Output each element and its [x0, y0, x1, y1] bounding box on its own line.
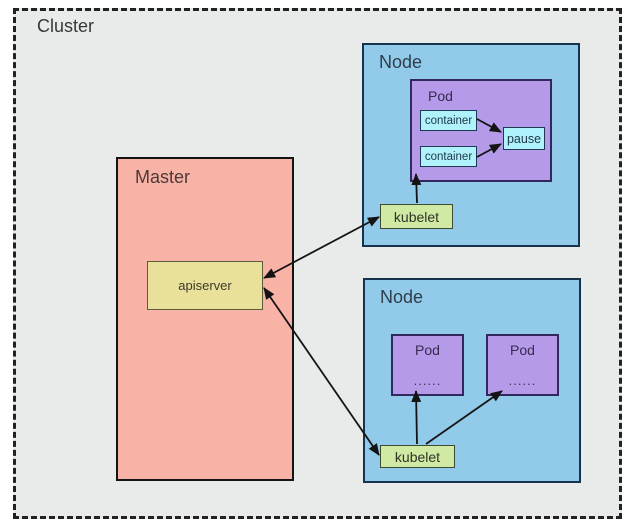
cluster-label: Cluster — [37, 16, 95, 36]
apiserver-label: apiserver — [178, 278, 232, 293]
kubelet-box-bottom: kubelet — [380, 445, 455, 468]
node-bottom-label: Node — [380, 287, 424, 307]
node-top-label: Node — [379, 52, 423, 72]
pod-bottom-2-label: Pod — [510, 342, 535, 358]
container-box-1: container — [420, 110, 477, 131]
pause-box: pause — [503, 127, 545, 150]
pod-bottom-1-label: Pod — [415, 342, 440, 358]
kubelet-top-label: kubelet — [393, 208, 440, 225]
kubelet-bottom-label: kubelet — [394, 448, 441, 465]
container-2-label: container — [424, 150, 473, 163]
pod-bottom-2-dots: ...... — [508, 373, 537, 388]
pod-box-bottom-1: Pod ...... — [391, 334, 464, 396]
master-label: Master — [135, 167, 191, 187]
apiserver-box: apiserver — [147, 261, 263, 310]
pod-top-label: Pod — [428, 88, 453, 104]
pod-bottom-1-dots: ...... — [413, 373, 442, 388]
kubelet-box-top: kubelet — [380, 204, 453, 229]
container-1-label: container — [424, 114, 473, 127]
pod-box-bottom-2: Pod ...... — [486, 334, 559, 396]
pause-label: pause — [506, 131, 542, 146]
master-box: Master — [116, 157, 294, 481]
container-box-2: container — [420, 146, 477, 167]
